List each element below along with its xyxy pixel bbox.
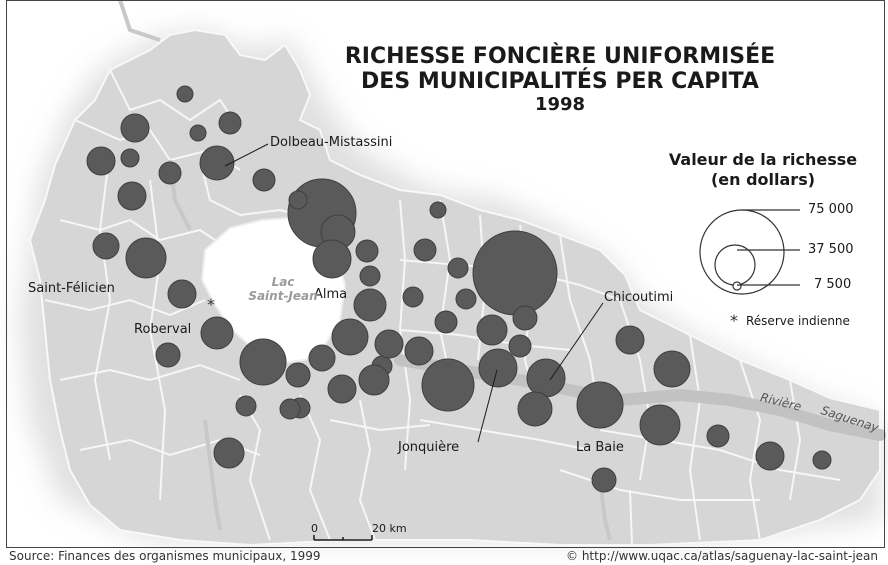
- label-leaders: [224, 143, 604, 443]
- title-line-2: DES MUNICIPALITÉS PER CAPITA: [361, 69, 759, 94]
- municipality-circle: [176, 85, 194, 103]
- municipality-circle: [455, 288, 477, 310]
- municipality-circle: [199, 145, 235, 181]
- municipality-circle: [312, 239, 352, 279]
- legend-value-75000: 75 000: [808, 202, 854, 217]
- municipality-circle: [421, 358, 475, 412]
- municipality-circle: [512, 305, 538, 331]
- legend-title-line-2: (en dollars): [710, 170, 816, 189]
- municipality-circle: [576, 381, 624, 429]
- municipality-circle: [218, 111, 242, 135]
- municipality-circle: [235, 395, 257, 417]
- municipality-circle: [404, 336, 434, 366]
- municipality-circle: [517, 391, 553, 427]
- municipality-circle: [355, 239, 379, 263]
- municipality-circle: [413, 238, 437, 262]
- legend-title-line-1: Valeur de la richesse: [668, 150, 858, 169]
- municipality-circle: [252, 168, 276, 192]
- municipality-circle: [615, 325, 645, 355]
- municipality-circle: [812, 450, 832, 470]
- municipality-circle: [327, 374, 357, 404]
- label-chicoutimi: Chicoutimi: [604, 290, 674, 305]
- municipality-circle: [125, 237, 167, 279]
- label-jonquiere: Jonquière: [398, 440, 460, 455]
- municipality-circle: [189, 124, 207, 142]
- municipality-circle: [158, 161, 182, 185]
- municipality-circle: [92, 232, 120, 260]
- lake-label-line-1: Lac: [271, 275, 295, 289]
- legend-value-37500: 37 500: [808, 242, 854, 257]
- title-line-1: RICHESSE FONCIÈRE UNIFORMISÉE: [344, 44, 776, 69]
- map-frame: [6, 0, 885, 548]
- municipality-circle: [476, 314, 508, 346]
- map-title: RICHESSE FONCIÈRE UNIFORMISÉE DES MUNICI…: [300, 44, 820, 116]
- reserve-label: Réserve indienne: [746, 314, 850, 328]
- municipality-circle: [213, 437, 245, 469]
- reserve-marker: *: [207, 295, 215, 314]
- legend-title: Valeur de la richesse (en dollars): [648, 150, 878, 190]
- municipality-circle: [155, 342, 181, 368]
- label-roberval: Roberval: [134, 322, 192, 337]
- municipal-boundaries: [44, 69, 841, 546]
- municipality-circle: [86, 146, 116, 176]
- municipality-circle: [478, 348, 518, 388]
- municipality-circle: [434, 310, 458, 334]
- municipality-circle: [117, 181, 147, 211]
- municipality-circle: [331, 318, 369, 356]
- legend-symbols: [699, 209, 800, 295]
- municipality-circle: [120, 113, 150, 143]
- municipality-circle: [167, 279, 197, 309]
- scale-zero: 0: [311, 522, 318, 535]
- lake-label-line-2: Saint-Jean: [248, 289, 318, 303]
- source-note: Source: Finances des organismes municipa…: [9, 549, 321, 563]
- municipality-circle: [358, 364, 390, 396]
- municipality-circle: [288, 190, 308, 210]
- municipality-circle: [508, 334, 532, 358]
- municipality-circle: [285, 362, 311, 388]
- municipality-circle: [591, 467, 617, 493]
- label-dolbeau: Dolbeau-Mistassini: [270, 135, 393, 150]
- municipality-circle: [359, 265, 381, 287]
- legend-circle-7500: [732, 281, 742, 291]
- reserve-symbol: *: [730, 311, 738, 330]
- municipality-circle: [120, 148, 140, 168]
- municipality-circle: [353, 288, 387, 322]
- municipality-circle: [706, 424, 730, 448]
- credit-url: © http://www.uqac.ca/atlas/saguenay-lac-…: [566, 549, 879, 563]
- label-saint-felicien: Saint-Félicien: [28, 281, 115, 296]
- label-la-baie: La Baie: [576, 440, 624, 455]
- title-year: 1998: [534, 94, 586, 115]
- municipality-circle: [639, 404, 681, 446]
- legend-value-7500: 7 500: [814, 277, 852, 292]
- municipality-circle: [447, 257, 469, 279]
- municipality-circle: [429, 201, 447, 219]
- municipality-circle: [239, 338, 287, 386]
- municipality-circle: [653, 350, 691, 388]
- label-alma: Alma: [314, 287, 348, 302]
- municipality-circle: [402, 286, 424, 308]
- municipality-circle: [308, 344, 336, 372]
- lake-label: Lac Saint-Jean: [238, 275, 328, 303]
- municipality-circle: [374, 329, 404, 359]
- municipality-circle: [200, 316, 234, 350]
- municipality-circle: [279, 398, 301, 420]
- municipality-circle: [755, 441, 785, 471]
- scale-bar: [313, 535, 373, 541]
- municipality-circles: [86, 85, 832, 493]
- scale-end: 20 km: [372, 522, 407, 535]
